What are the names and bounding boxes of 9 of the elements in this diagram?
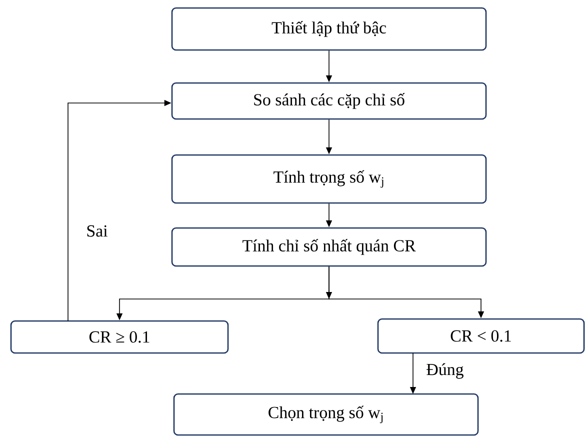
process-box: Thiết lập thứ bậc xyxy=(171,7,487,51)
process-box: CR ≥ 0.1 xyxy=(10,320,229,354)
process-box: Tính trọng số w$_{j}$ xyxy=(171,154,487,204)
process-box: So sánh các cặp chỉ số xyxy=(171,82,487,120)
edge-label: Sai xyxy=(85,224,109,238)
process-box: Chọn trọng số w$_{j}$ xyxy=(173,393,479,436)
process-box: CR < 0.1 xyxy=(377,318,585,354)
process-box: Tính chỉ số nhất quán CR xyxy=(171,227,487,267)
edge-label: Đúng xyxy=(425,362,465,380)
